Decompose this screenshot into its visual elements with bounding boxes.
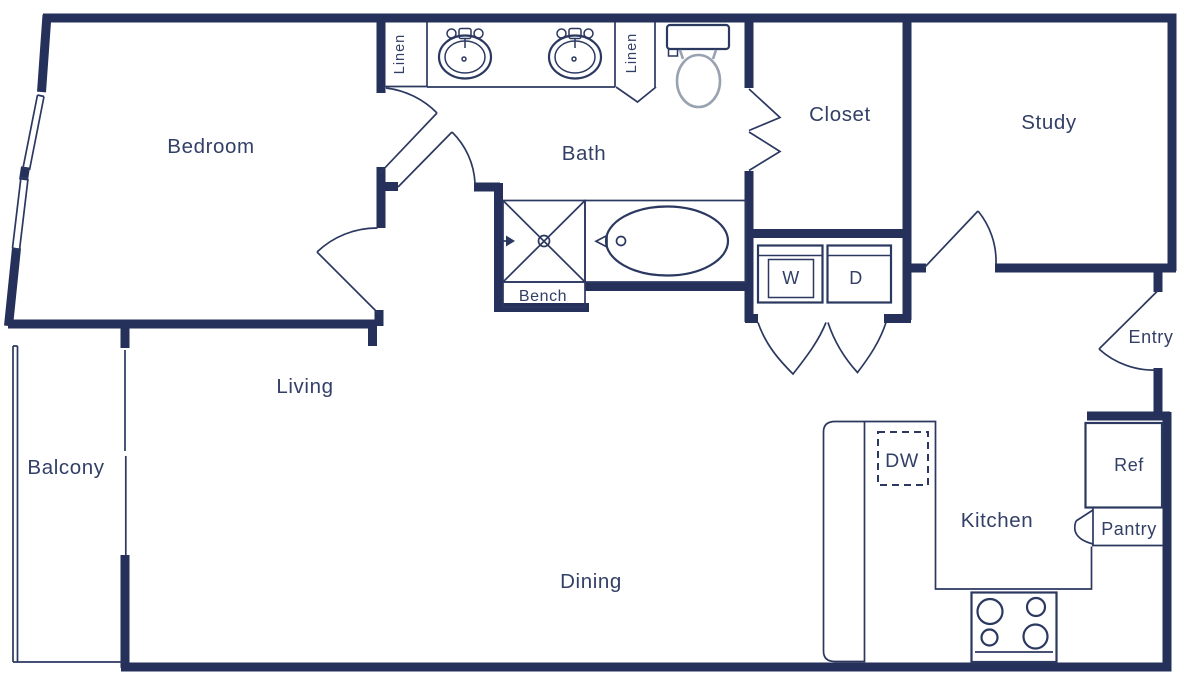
- shower: [500, 199, 586, 283]
- windows: [11, 94, 127, 663]
- toilet: [665, 23, 731, 109]
- study-door: [923, 210, 997, 269]
- bedroom-window-1: [22, 94, 45, 171]
- fixture-label-linen-left: Linen: [392, 34, 408, 74]
- bathtub: [584, 199, 747, 283]
- walls: [4, 13, 1177, 672]
- wall-slant-lower: [4, 247, 21, 327]
- doors: [316, 87, 1159, 545]
- laundry-appliances: [756, 244, 893, 304]
- linen-left-cabinet: [383, 22, 428, 88]
- fixture-label-linen-right: Linen: [624, 33, 640, 73]
- linen-right-cabinet: [614, 22, 657, 104]
- sink-right: [547, 27, 603, 80]
- room-label-bedroom: Bedroom: [167, 135, 254, 158]
- room-label-balcony: Balcony: [27, 456, 104, 479]
- fixture-label-dishwasher: DW: [885, 450, 919, 472]
- tub-faucet-icon: [594, 234, 608, 249]
- wall-slant-upper: [37, 14, 52, 93]
- dishwasher-box: [877, 431, 929, 486]
- room-label-study: Study: [1021, 111, 1077, 134]
- wd-bifold-doors: [757, 322, 887, 376]
- kitchen-fixtures: [822, 420, 1164, 664]
- fixture-label-washer: W: [782, 268, 800, 288]
- room-label-kitchen: Kitchen: [961, 509, 1034, 532]
- pantry-door: [1073, 509, 1094, 545]
- kitchen-island: [822, 420, 866, 663]
- room-label-bath: Bath: [562, 142, 607, 165]
- balcony-sliding-door: [124, 350, 127, 555]
- fixture-label-dryer: D: [849, 268, 863, 288]
- room-label-dining: Dining: [560, 570, 622, 593]
- bedroom-window-2: [11, 176, 29, 251]
- refrigerator-box: [1084, 421, 1164, 509]
- fixture-label-refrigerator: Ref: [1114, 455, 1144, 475]
- closet-bifold-doors: [748, 88, 782, 172]
- balcony-railing: [12, 345, 125, 663]
- bedroom-door: [316, 227, 380, 315]
- entry-door: [1098, 290, 1159, 371]
- room-label-living: Living: [276, 375, 333, 398]
- shower-head-icon: [506, 235, 515, 247]
- labels: Bedroom Bath Closet Study Living Balcony…: [27, 33, 1173, 593]
- washer-box: [756, 244, 824, 304]
- kitchen-counter: [864, 420, 1093, 590]
- fixture-label-pantry: Pantry: [1101, 519, 1157, 539]
- bath-door-from-bedroom: [379, 87, 438, 174]
- bath-door-from-hall: [397, 131, 476, 188]
- dryer-box: [826, 244, 893, 304]
- fixture-label-bench: Bench: [519, 288, 567, 305]
- sink-left: [437, 27, 493, 80]
- bench-box: [502, 281, 586, 308]
- stove: [970, 591, 1058, 664]
- room-label-closet: Closet: [809, 103, 871, 126]
- bath-fixtures: [383, 22, 747, 308]
- pantry-box: [1092, 507, 1163, 547]
- room-label-entry: Entry: [1128, 327, 1173, 347]
